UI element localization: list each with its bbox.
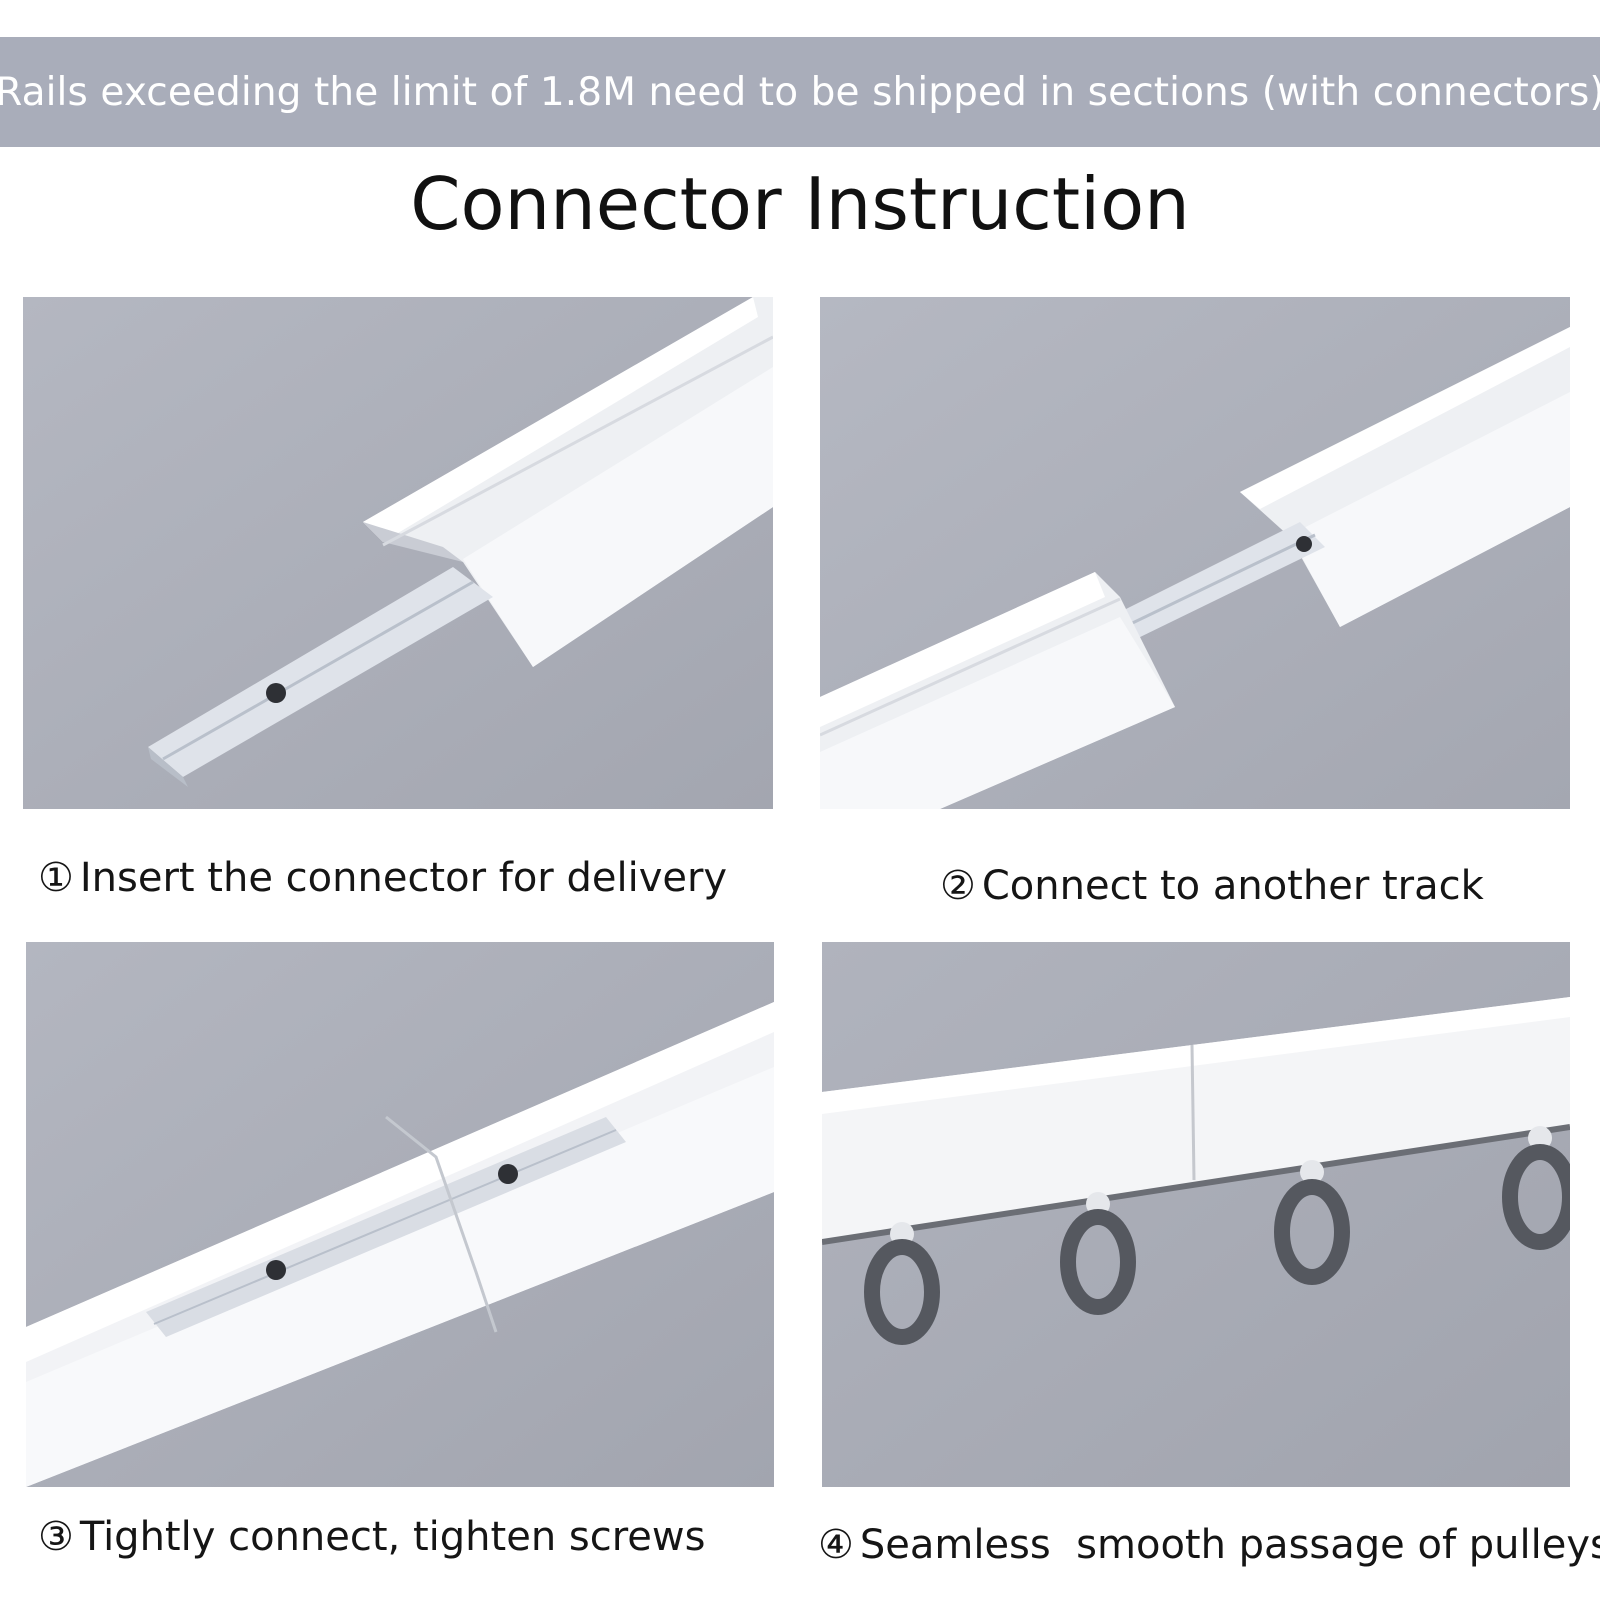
step-4-text: Seamless smooth passage of pulleys	[859, 1522, 1600, 1568]
step-4-image	[822, 942, 1570, 1487]
rail-with-pulleys-illustration	[822, 942, 1570, 1487]
rails-joined-with-screws-illustration	[26, 942, 774, 1487]
step-1-number: ①	[38, 855, 74, 901]
two-rails-connecting-illustration	[820, 297, 1570, 809]
step-3-number: ③	[38, 1514, 74, 1560]
page-title: Connector Instruction	[410, 162, 1190, 246]
step-2-number: ②	[940, 863, 976, 909]
step-3-text: Tightly connect, tighten screws	[79, 1514, 706, 1560]
shipping-notice-banner: Rails exceeding the limit of 1.8M need t…	[0, 37, 1600, 147]
step-3-image	[26, 942, 774, 1487]
step-1-text: Insert the connector for delivery	[79, 855, 728, 901]
shipping-notice-text: Rails exceeding the limit of 1.8M need t…	[0, 69, 1600, 115]
pulley-hooks	[864, 1126, 1570, 1345]
rail-with-inserted-connector-illustration	[23, 297, 773, 809]
step-2-text: Connect to another track	[981, 863, 1484, 909]
step-2-image	[820, 297, 1570, 809]
step-4-number: ④	[818, 1522, 854, 1568]
step-1-image	[23, 297, 773, 809]
